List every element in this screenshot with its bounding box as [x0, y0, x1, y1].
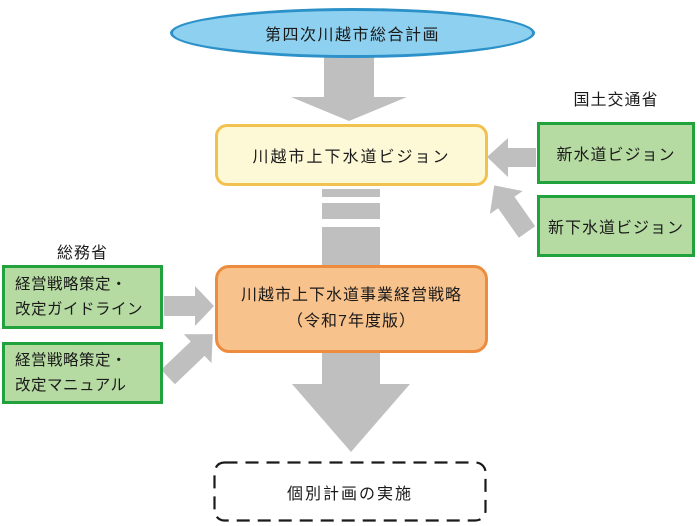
- strategy-manual-line2: 改定マニュアル: [15, 377, 127, 394]
- new-water-vision-label: 新水道ビジョン: [556, 147, 676, 164]
- strategy-guideline-line2: 改定ガイドライン: [15, 301, 144, 318]
- down-arrow-top-icon: [291, 54, 407, 121]
- down-arrow-bottom-icon: [292, 350, 410, 452]
- right-arrow-from-guideline-icon: [164, 286, 214, 326]
- left-arrow-from-new-water-vision-icon: [487, 138, 536, 177]
- comprehensive-plan-label: 第四次川越市総合計画: [264, 27, 440, 44]
- ministry-label-mic: 総務省: [56, 245, 108, 262]
- node-comprehensive-plan: 第四次川越市総合計画: [170, 8, 535, 58]
- strategy-manual-line1: 経営戦略策定・: [15, 352, 128, 369]
- management-strategy-line2: （令和7年度版）: [287, 313, 416, 330]
- strategy-manual-label: 経営戦略策定・ 改定マニュアル: [15, 348, 127, 398]
- up-right-arrow-from-manual-icon: [161, 334, 213, 385]
- dashed-connector-icon: [322, 189, 380, 265]
- dashed-box-outline: [213, 461, 487, 522]
- implementation-label: 個別計画の実施: [286, 485, 413, 503]
- node-management-strategy: 川越市上下水道事業経営戦略 （令和7年度版）: [215, 265, 488, 353]
- node-new-sewer-vision: 新下水道ビジョン: [537, 195, 695, 257]
- water-sewer-vision-label: 川越市上下水道ビジョン: [252, 149, 451, 166]
- node-strategy-manual: 経営戦略策定・ 改定マニュアル: [2, 342, 163, 404]
- up-left-arrow-from-new-sewer-vision-icon: [489, 185, 536, 238]
- node-implementation: 個別計画の実施: [213, 461, 487, 522]
- strategy-guideline-label: 経営戦略策定・ 改定ガイドライン: [15, 272, 143, 322]
- new-sewer-vision-label: 新下水道ビジョン: [547, 220, 684, 237]
- node-water-sewer-vision: 川越市上下水道ビジョン: [215, 124, 488, 186]
- strategy-guideline-line1: 経営戦略策定・: [15, 276, 128, 293]
- management-strategy-line1: 川越市上下水道事業経営戦略: [240, 287, 462, 304]
- node-strategy-guideline: 経営戦略策定・ 改定ガイドライン: [2, 265, 163, 329]
- ministry-label-mlit: 国土交通省: [573, 92, 659, 109]
- node-new-water-vision: 新水道ビジョン: [537, 122, 695, 184]
